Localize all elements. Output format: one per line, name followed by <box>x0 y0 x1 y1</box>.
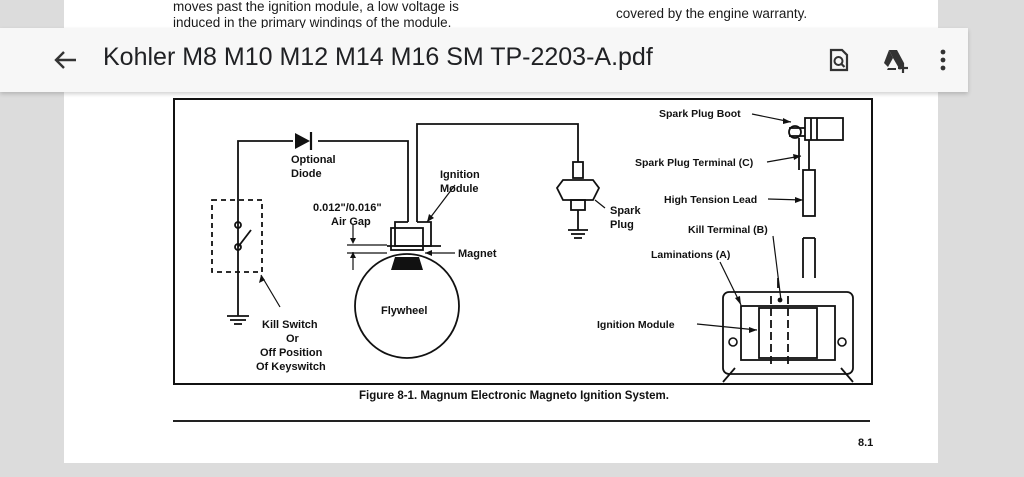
label-optional: Optional <box>291 154 336 166</box>
label-kill-switch: Kill Switch <box>262 319 318 331</box>
label-spark: Spark <box>610 205 641 217</box>
ignition-module-detail <box>722 291 854 383</box>
flywheel-icon <box>354 253 460 359</box>
spark-plug-boot-detail <box>777 117 844 288</box>
figure-caption: Figure 8-1. Magnum Electronic Magneto Ig… <box>359 390 669 402</box>
arrow-left-icon <box>54 51 76 69</box>
page-divider <box>173 420 870 422</box>
document-title: Kohler M8 M10 M12 M14 M16 SM TP-2203-A.p… <box>103 43 653 71</box>
kill-switch-circuit <box>211 140 441 325</box>
magnet-icon <box>391 257 423 270</box>
label-gap-spec: 0.012"/0.016" <box>313 202 382 214</box>
body-text-left-2: induced in the primary windings of the m… <box>173 15 452 30</box>
more-vert-icon <box>940 49 946 71</box>
add-to-drive-icon <box>884 50 908 73</box>
label-spark-plug-terminal: Spark Plug Terminal (C) <box>635 157 753 169</box>
diode-icon <box>295 132 313 150</box>
label-air-gap: Air Gap <box>331 216 371 228</box>
label-magnet: Magnet <box>458 248 497 260</box>
ignition-system-figure: Optional Diode Ignition Module 0.012"/0.… <box>173 98 873 385</box>
more-options-button[interactable] <box>925 42 961 78</box>
add-to-drive-button[interactable] <box>876 42 912 78</box>
back-button[interactable] <box>48 42 84 78</box>
find-in-page-icon <box>829 48 849 72</box>
label-laminations: Laminations (A) <box>651 249 730 261</box>
label-kill-terminal: Kill Terminal (B) <box>688 224 768 236</box>
label-ignition-module: Ignition Module <box>597 319 675 331</box>
body-text-left-1: moves past the ignition module, a low vo… <box>173 0 459 14</box>
page-number: 8.1 <box>858 437 874 449</box>
spark-plug-icon <box>555 161 601 239</box>
air-gap-arrows <box>347 224 387 270</box>
label-ignition: Ignition <box>440 169 480 181</box>
label-spark-plug-boot: Spark Plug Boot <box>659 108 741 120</box>
kill-switch-icon <box>234 221 252 251</box>
label-flywheel: Flywheel <box>381 305 427 317</box>
wiring-diagram: Optional Diode Ignition Module 0.012"/0.… <box>211 108 854 383</box>
label-high-tension-lead: High Tension Lead <box>664 194 757 206</box>
find-in-page-button[interactable] <box>820 42 856 78</box>
label-or: Or <box>286 333 300 345</box>
high-tension-lead <box>416 123 579 222</box>
label-off-position: Off Position <box>260 347 323 359</box>
label-plug: Plug <box>610 219 634 231</box>
label-of-keyswitch: Of Keyswitch <box>256 361 326 373</box>
body-text-right-1: covered by the engine warranty. <box>616 6 808 21</box>
label-module: Module <box>440 183 479 195</box>
pdf-toolbar: Kohler M8 M10 M12 M14 M16 SM TP-2203-A.p… <box>0 28 968 92</box>
label-diode: Diode <box>291 168 322 180</box>
